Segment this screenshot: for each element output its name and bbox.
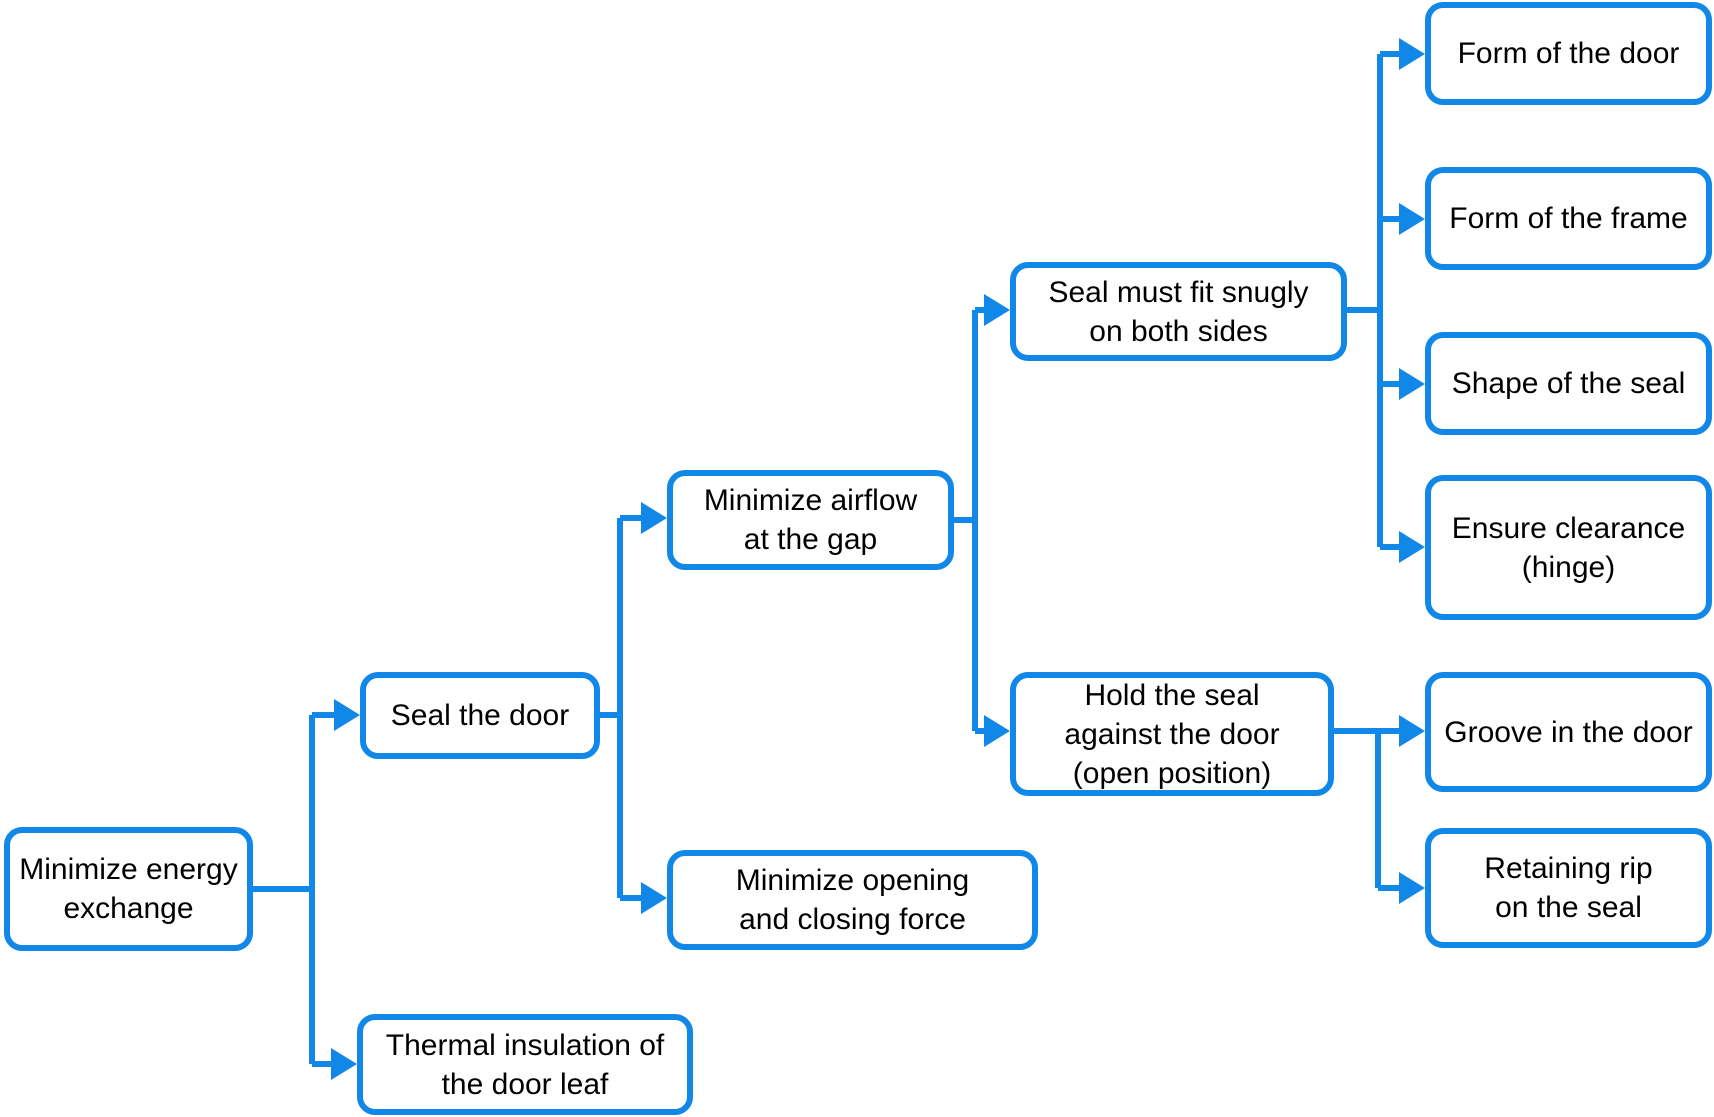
arrowhead-to-thermal-insulation [331,1048,357,1080]
arrowhead-to-form-door [1399,38,1425,70]
connector-hold-seal-children [1331,728,1403,891]
node-shape-of-the-seal: Shape of the seal [1425,332,1712,435]
arrowhead-to-retaining-rip [1399,872,1425,904]
node-thermal-insulation: Thermal insulation of the door leaf [357,1014,693,1115]
connector-airflow-children [950,307,988,734]
node-seal-fit-snugly: Seal must fit snugly on both sides [1010,262,1347,361]
node-minimize-energy-exchange: Minimize energy exchange [4,827,253,951]
arrowhead-to-minimize-airflow [641,502,667,534]
arrowhead-to-seal-fit [984,294,1010,326]
node-ensure-clearance-hinge: Ensure clearance (hinge) [1425,475,1712,620]
connector-seal-fit-children [1344,51,1403,550]
node-retaining-rip-on-seal: Retaining rip on the seal [1425,828,1712,948]
connector-seal-door-children [597,515,645,901]
node-minimize-airflow: Minimize airflow at the gap [667,470,954,570]
arrowhead-to-groove [1399,715,1425,747]
node-hold-seal-against-door: Hold the seal against the door (open pos… [1010,672,1334,796]
node-minimize-opening-closing-force: Minimize opening and closing force [667,850,1038,950]
arrowhead-to-seal-door [334,699,360,731]
node-form-of-the-frame: Form of the frame [1425,167,1712,270]
arrowhead-to-shape-seal [1399,368,1425,400]
arrowhead-to-clearance [1399,531,1425,563]
node-groove-in-the-door: Groove in the door [1425,672,1712,792]
node-form-of-the-door: Form of the door [1425,2,1712,105]
arrowhead-to-form-frame [1399,203,1425,235]
arrowhead-to-minimize-force [641,882,667,914]
arrowhead-to-hold-seal [984,715,1010,747]
connector-root-children [250,712,338,1067]
node-seal-the-door: Seal the door [360,672,600,759]
